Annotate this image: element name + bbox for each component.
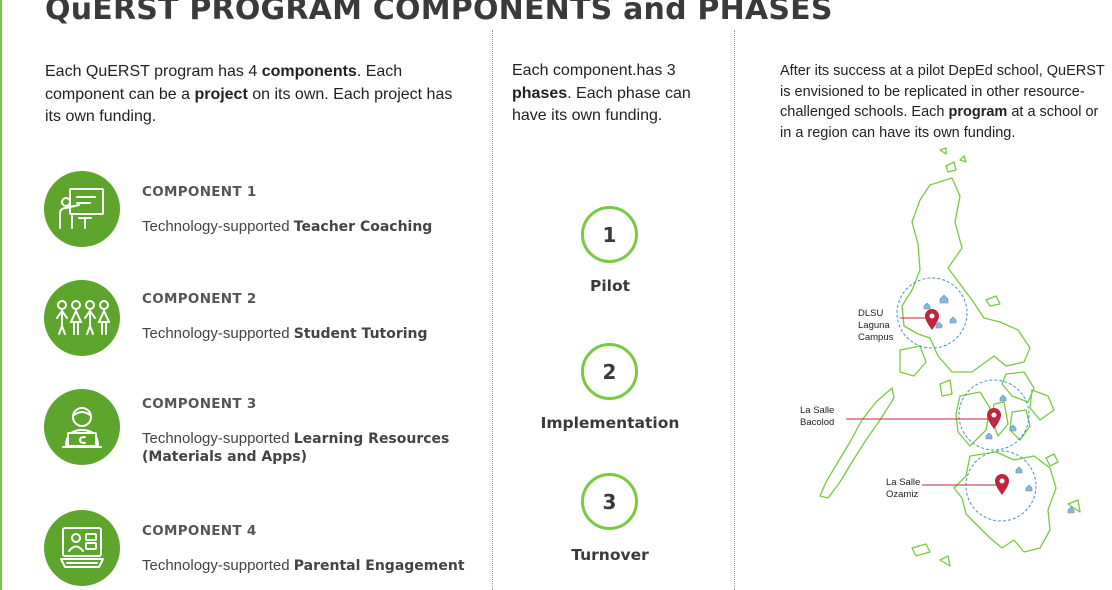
replication-intro: After its success at a pilot DepEd schoo… <box>780 63 1105 141</box>
pin-la-salle-bacolod <box>987 408 1001 429</box>
student-group-icon <box>44 280 120 356</box>
pin-dlsu-laguna <box>925 309 939 330</box>
phase-3-label: Turnover <box>571 546 649 564</box>
component-3-description: Technology-supported Learning Resources … <box>142 430 450 465</box>
component-2-heading: COMPONENT 2 <box>142 291 257 307</box>
site-1-line-3: Campus <box>858 332 894 343</box>
site-1-line-1: DLSU <box>858 308 883 319</box>
video-call-icon <box>44 510 120 586</box>
philippines-map: DLSU Laguna Campus La Salle Bacolod La S… <box>800 147 1081 567</box>
component-4-description: Technology-supported Parental Engagement <box>142 557 465 574</box>
page-title: QuERST PROGRAM COMPONENTS and PHASES <box>45 0 833 27</box>
component-2-description: Technology-supported Student Tutoring <box>142 325 428 342</box>
pin-la-salle-ozamiz <box>995 474 1009 495</box>
component-4-heading: COMPONENT 4 <box>142 523 257 539</box>
phase-3-number: 3 <box>581 473 638 530</box>
region-circles <box>896 277 1037 522</box>
teacher-board-icon <box>44 171 120 247</box>
school-icons <box>923 294 1075 514</box>
components-intro: Each QuERST program has 4 components. Ea… <box>45 63 453 125</box>
phase-2-number: 2 <box>581 343 638 400</box>
column-divider-1 <box>492 30 493 590</box>
component-3-heading: COMPONENT 3 <box>142 396 257 412</box>
site-2-line-1: La Salle <box>800 405 834 416</box>
site-2-line-2: Bacolod <box>800 417 834 428</box>
phase-2-label: Implementation <box>540 414 680 432</box>
site-3-line-2: Ozamiz <box>886 489 918 500</box>
left-accent-rule <box>0 0 2 590</box>
site-1-line-2: Laguna <box>858 320 890 331</box>
phase-1-label: Pilot <box>589 277 631 295</box>
location-pins <box>925 309 1009 495</box>
phase-1-number: 1 <box>581 206 638 263</box>
site-3-line-1: La Salle <box>886 477 920 488</box>
leader-lines <box>846 317 1000 486</box>
student-laptop-icon <box>44 389 120 465</box>
component-1-description: Technology-supported Teacher Coaching <box>142 218 433 235</box>
map-outline <box>819 147 1081 567</box>
column-divider-2 <box>734 30 735 590</box>
component-1-heading: COMPONENT 1 <box>142 184 257 200</box>
phases-intro: Each component.has 3 phases. Each phase … <box>512 62 691 124</box>
